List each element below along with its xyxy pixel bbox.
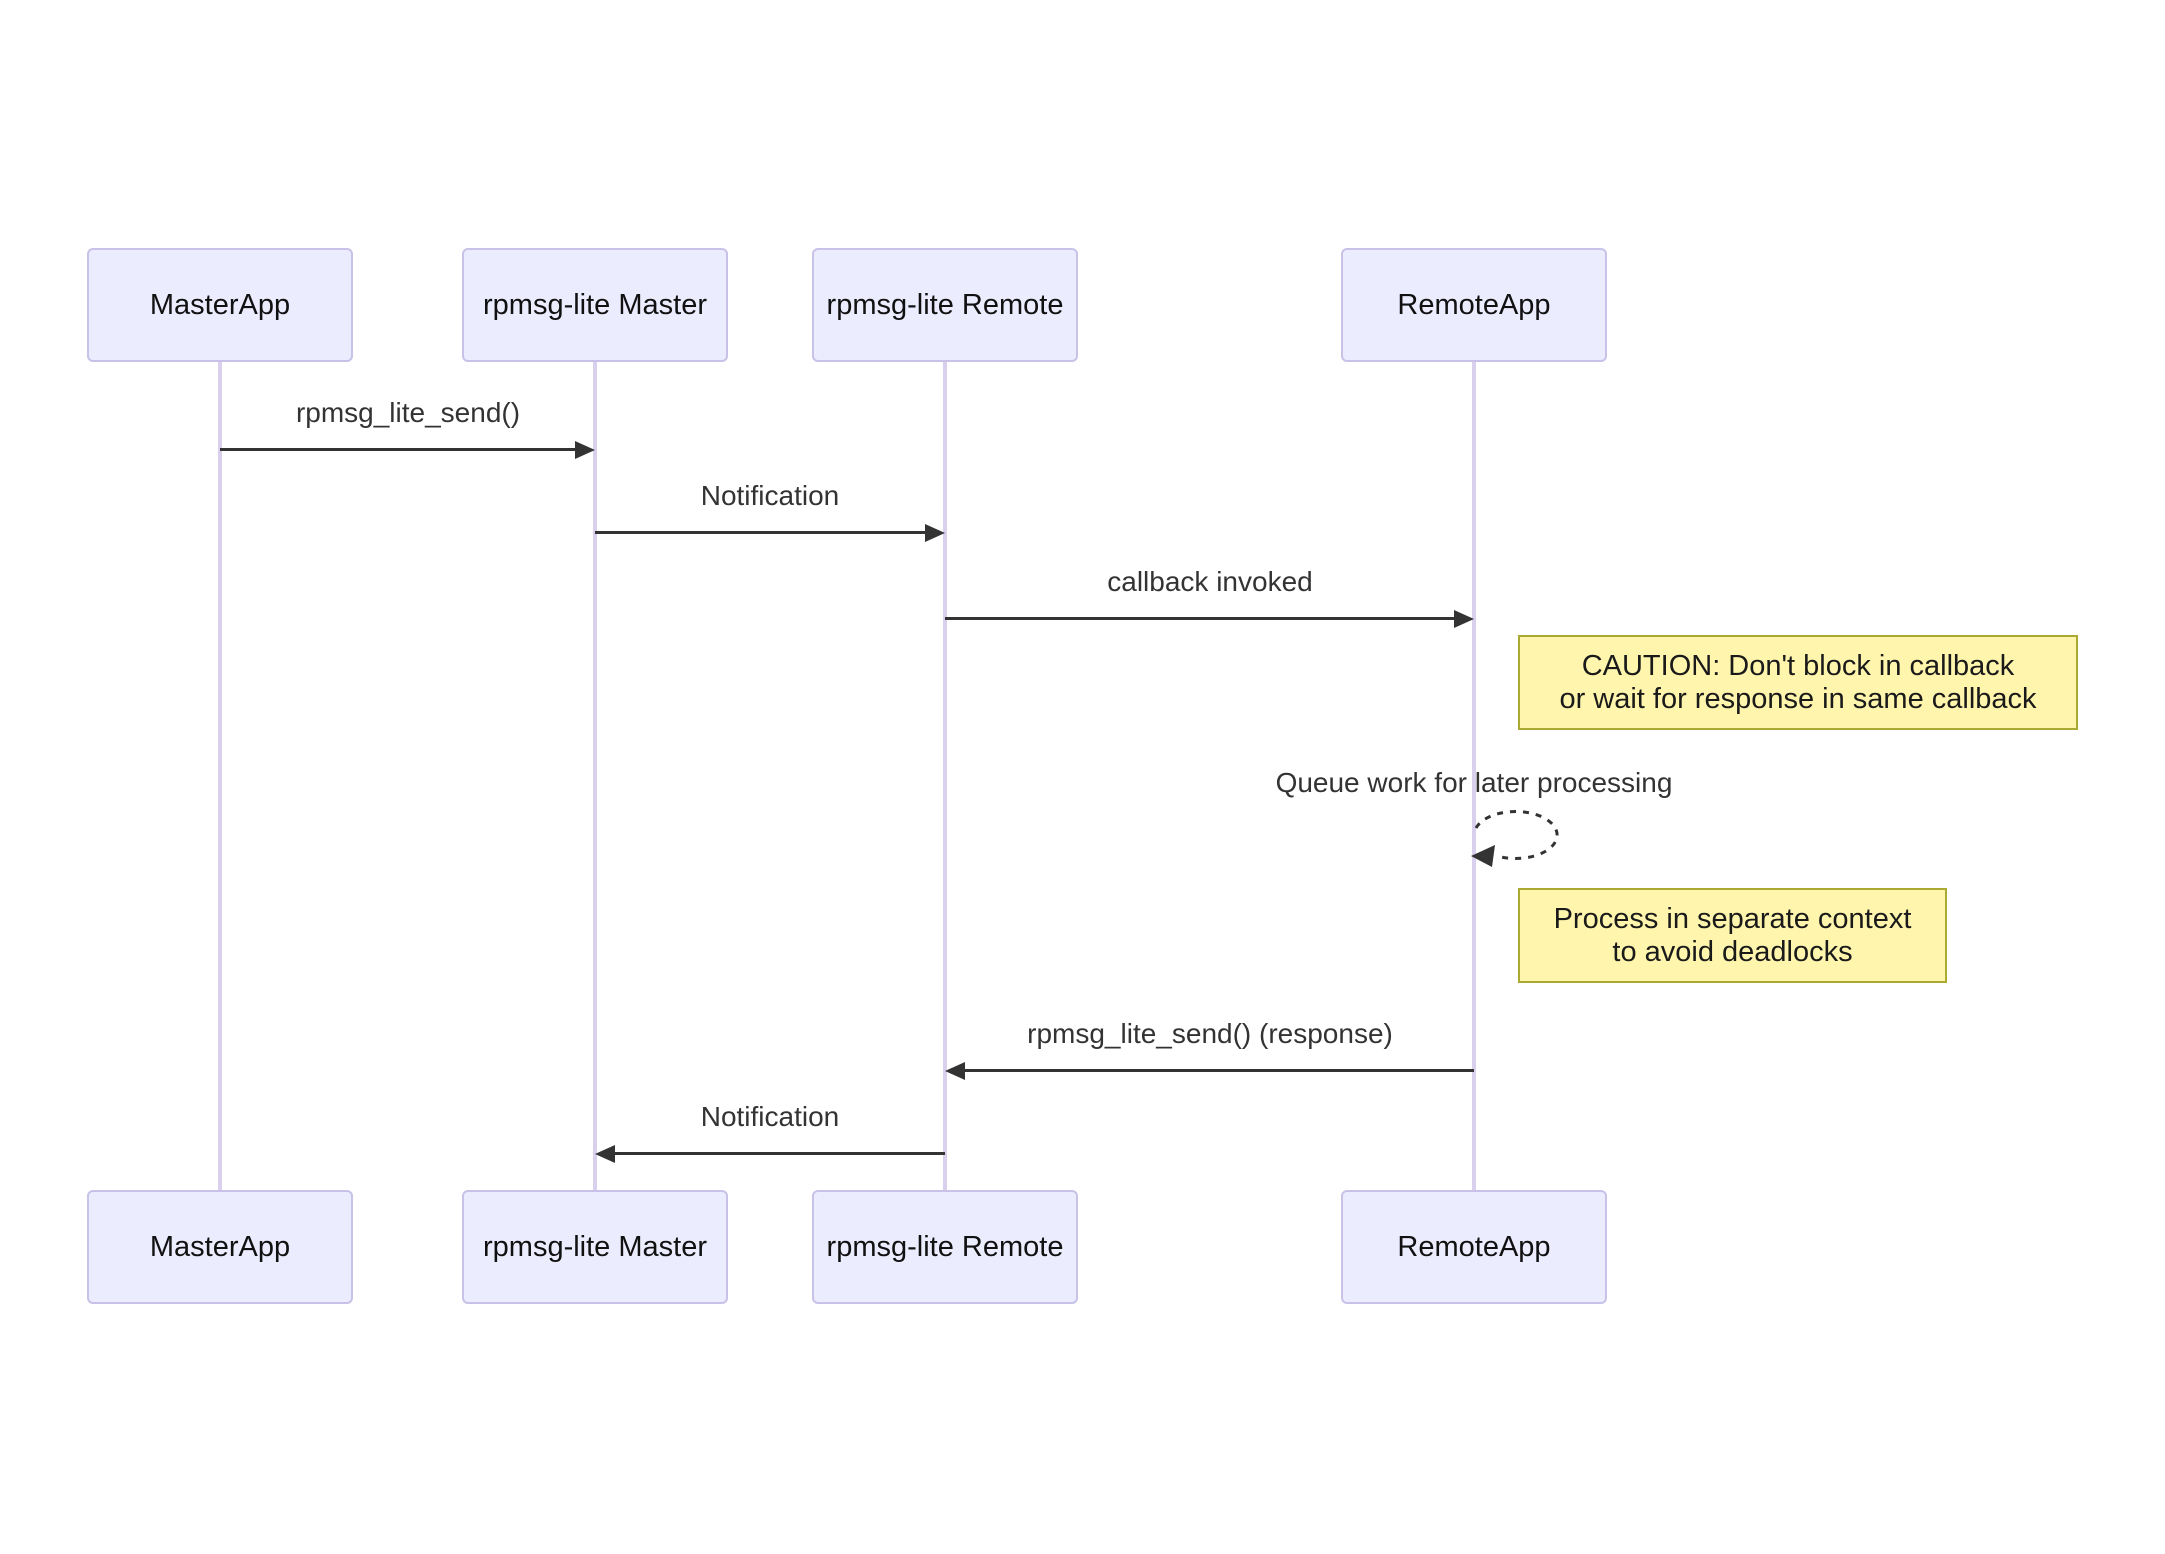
actor-bottom-masterapp: MasterApp: [87, 1190, 353, 1304]
message-arrow-6-line: [615, 1152, 945, 1155]
actor-label: rpmsg-lite Remote: [826, 1230, 1064, 1263]
arrowhead-right-icon: [925, 524, 945, 542]
message-label-callback-invoked: callback invoked: [1107, 566, 1313, 597]
lifeline-rpmsg-lite-remote: [943, 362, 947, 1190]
actor-top-masterapp: MasterApp: [87, 248, 353, 362]
message-label-queue-work: Queue work for later processing: [1275, 767, 1673, 798]
note-line: or wait for response in same callback: [1559, 682, 2037, 715]
self-loop-arrow: [1471, 810, 1559, 867]
message-arrow-3-line: [945, 617, 1455, 620]
actor-label: MasterApp: [149, 1230, 291, 1263]
arrowhead-right-icon: [575, 441, 595, 459]
actor-label: RemoteApp: [1397, 1230, 1551, 1263]
message-label-rpmsg-lite-send-response: rpmsg_lite_send() (response): [1027, 1018, 1393, 1049]
actor-top-rpmsg-lite-master: rpmsg-lite Master: [462, 248, 728, 362]
actor-bottom-rpmsg-lite-remote: rpmsg-lite Remote: [812, 1190, 1078, 1304]
actor-bottom-remoteapp: RemoteApp: [1341, 1190, 1607, 1304]
lifeline-masterapp: [218, 362, 222, 1190]
actor-label: rpmsg-lite Remote: [826, 288, 1064, 321]
note-line: CAUTION: Don't block in callback: [1581, 649, 2015, 682]
lifeline-rpmsg-lite-master: [593, 362, 597, 1190]
actor-label: RemoteApp: [1397, 288, 1551, 321]
self-loop-arrowhead-icon: [1471, 845, 1495, 867]
lifeline-remoteapp: [1472, 362, 1476, 1190]
arrowhead-left-icon: [595, 1145, 615, 1163]
actor-top-rpmsg-lite-remote: rpmsg-lite Remote: [812, 248, 1078, 362]
actor-label: MasterApp: [149, 288, 291, 321]
actor-bottom-rpmsg-lite-master: rpmsg-lite Master: [462, 1190, 728, 1304]
message-label-notification-return: Notification: [700, 1101, 840, 1132]
arrowhead-left-icon: [945, 1062, 965, 1080]
message-arrow-1-line: [220, 448, 576, 451]
message-label-rpmsg-lite-send: rpmsg_lite_send(): [295, 397, 521, 428]
message-label-notification-forward: Notification: [700, 480, 840, 511]
actor-label: rpmsg-lite Master: [483, 288, 707, 321]
actor-top-remoteapp: RemoteApp: [1341, 248, 1607, 362]
note-line: to avoid deadlocks: [1612, 935, 1853, 968]
note-line: Process in separate context: [1553, 902, 1912, 935]
message-arrow-2-line: [595, 531, 926, 534]
note-caution: CAUTION: Don't block in callback or wait…: [1518, 635, 2078, 730]
actor-label: rpmsg-lite Master: [483, 1230, 707, 1263]
message-arrow-5-line: [965, 1069, 1474, 1072]
note-process-context: Process in separate context to avoid dea…: [1518, 888, 1947, 983]
arrowhead-right-icon: [1454, 610, 1474, 628]
